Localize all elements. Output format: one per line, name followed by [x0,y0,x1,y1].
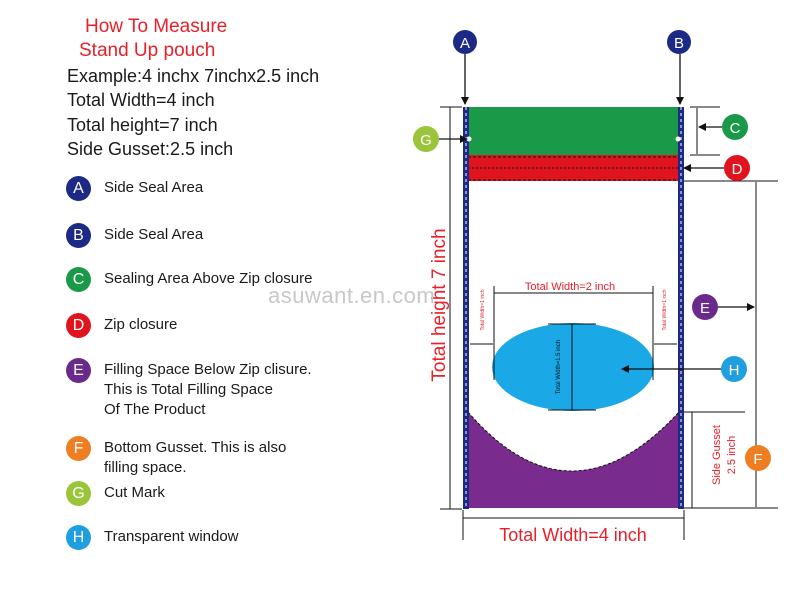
callout-h: H [721,356,747,382]
legend-label-h: Transparent window [104,528,239,545]
callout-b: B [667,30,691,54]
side-gusset-label-line1: Side Gusset [711,425,723,485]
side-gusset-label-line2: 2.5 inch [726,436,738,475]
title-line-1: How To Measure [85,16,228,37]
side-gusset-spec: Side Gusset:2.5 inch [67,139,234,159]
inner-width-label: Total Width=2 inch [525,281,615,293]
right-seal-width-label: Total Width=1 inch [662,289,668,330]
title-line-2: Stand Up pouch [79,40,216,61]
callout-d: D [724,155,750,181]
bottom-total-width-label: Total Width=4 inch [499,525,647,545]
left-seal-width-label: Total Width=1 inch [480,289,486,330]
callout-c: C [722,114,748,140]
legend-badge-g: G [66,481,91,506]
cut-mark-left [466,136,472,142]
svg-text:C: C [730,120,741,137]
legend-badge-c: C [66,267,91,292]
legend-badge-d: D [66,313,91,338]
legend-item-c: C Sealing Area Above Zip closure [66,267,312,292]
window-height-label: Total Width=1.5 inch [556,340,562,394]
legend-item-b: B Side Seal Area [66,223,203,248]
top-seal-band [468,107,679,155]
callout-g: G [413,126,439,152]
svg-text:A: A [460,35,470,52]
total-height-spec: Total height=7 inch [67,115,218,135]
legend-badge-e: E [66,358,91,383]
callout-e: E [692,294,718,320]
legend-badge-b: B [66,223,91,248]
svg-text:D: D [732,161,743,178]
total-width-spec: Total Width=4 inch [67,90,215,110]
legend-label-f: Bottom Gusset. This is also filling spac… [104,439,287,476]
svg-text:E: E [700,300,710,317]
legend-label-d: Zip closure [104,316,178,333]
gusset-curve [467,411,680,472]
cut-mark-right [675,136,681,142]
legend-label-c: Sealing Area Above Zip closure [104,270,313,287]
legend-label-e: Filling Space Below Zip clisure. This is… [104,361,312,418]
svg-text:G: G [420,132,432,149]
legend-label-b: Side Seal Area [104,226,204,243]
watermark: asuwant.en.com [268,283,436,308]
legend-label-a: Side Seal Area [104,179,204,196]
callout-a: A [453,30,477,54]
legend-label-g: Cut Mark [104,484,165,501]
legend-item-e: E Filling Space Below Zip clisure. This … [66,358,312,420]
legend-item-d: D Zip closure [66,313,177,338]
example-spec: Example:4 inchx 7inchx2.5 inch [67,66,320,86]
svg-text:B: B [674,35,684,52]
legend-item-g: G Cut Mark [66,481,165,506]
total-height-label: Total height 7 inch [429,228,450,381]
transparent-window [492,323,654,411]
callout-f: F [745,445,771,471]
legend-item-h: H Transparent window [66,525,239,550]
legend-badge-a: A [66,176,91,201]
svg-text:F: F [753,451,762,468]
legend-item-f: F Bottom Gusset. This is also filling sp… [66,436,286,478]
legend-badge-f: F [66,436,91,461]
bottom-gusset [468,412,679,508]
svg-text:H: H [729,362,740,379]
legend-item-a: A Side Seal Area [66,176,203,201]
legend-badge-h: H [66,525,91,550]
